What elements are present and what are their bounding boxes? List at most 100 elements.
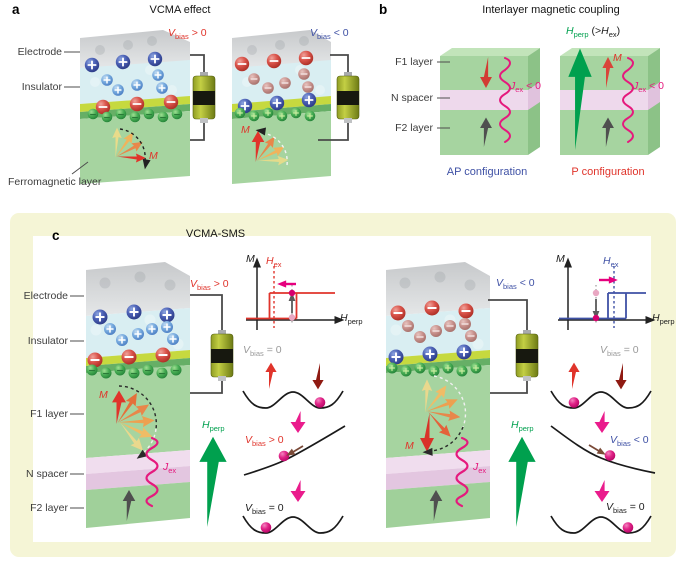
exchange-coupling-squiggle: [455, 436, 469, 508]
state-ball: [568, 397, 580, 408]
ferromagnet-label: Ferromagnetic layer: [8, 176, 102, 188]
f1-layer-label: F1 layer: [395, 56, 433, 68]
f2-layer-label: F2 layer: [30, 502, 68, 514]
circuit-wire: [488, 299, 528, 394]
f2-layer-label: F2 layer: [395, 122, 433, 134]
rotation-arc: [118, 385, 158, 430]
double-well-curve: [550, 390, 652, 409]
coupling-block-p: [560, 48, 660, 155]
bias-label-negative: Vbias < 0: [310, 27, 349, 42]
electrode-label: Electrode: [23, 290, 68, 302]
n-spacer-label: N spacer: [390, 92, 433, 104]
panel-b-letter: b: [379, 2, 388, 17]
exchange-coupling-label: Jex < 0: [633, 80, 664, 95]
exchange-bias-label: Hex: [603, 255, 619, 270]
plot-y-axis-label: M: [556, 253, 565, 265]
spacer-layer: [440, 90, 528, 110]
f2-layer: [86, 482, 190, 528]
hysteresis-loop: [246, 292, 335, 320]
state-ball: [604, 450, 616, 461]
double-well-curve: [242, 515, 344, 534]
panel-b: [437, 48, 660, 155]
state-ball: [314, 397, 326, 408]
panel-c-letter: c: [52, 228, 60, 243]
hysteresis-loop: [559, 292, 646, 320]
battery-icon: [210, 329, 234, 382]
bias-label-positive: Vbias > 0: [190, 278, 229, 293]
state-ball: [622, 522, 634, 533]
initial-state-dot: [288, 314, 296, 321]
bias-state-label: Vbias = 0: [243, 344, 282, 359]
hperp-field-label: Hperp: [511, 419, 534, 434]
magnetization-label: M: [149, 150, 158, 162]
label-leader-lines: [437, 61, 450, 129]
device-c-right: [385, 262, 490, 528]
bias-label-positive: Vbias > 0: [168, 27, 207, 42]
magnetization-fan: [112, 385, 158, 463]
label-leader-lines: [70, 295, 84, 509]
bias-state-label: Vbias > 0: [245, 434, 284, 449]
circuit-wire: [190, 294, 223, 394]
state-ball: [260, 522, 272, 533]
exchange-bias-label: Hex: [266, 255, 282, 270]
bias-state-label: Vbias = 0: [606, 501, 645, 516]
tilted-well-curve: [550, 425, 656, 474]
initial-state-dot: [592, 289, 600, 297]
coupling-block-ap: [440, 48, 540, 155]
final-state-dot: [592, 314, 600, 322]
double-well-curve: [550, 515, 652, 534]
device-a-left: [80, 30, 190, 184]
electrode-layer: [386, 262, 490, 316]
f1-layer: [386, 365, 490, 458]
battery-icon: [192, 71, 216, 124]
hperp-field-label: Hperp (>Hex): [566, 25, 621, 40]
bias-label-negative: Vbias < 0: [496, 277, 535, 292]
electrode-label: Electrode: [17, 46, 62, 58]
bias-state-label: Vbias = 0: [245, 502, 284, 517]
electrode-layer: [80, 30, 190, 68]
n-spacer-label: N spacer: [25, 468, 68, 480]
insulator-label: Insulator: [27, 335, 68, 347]
hysteresis-plot-right: [558, 257, 656, 330]
circuit-wire: [190, 54, 205, 141]
magnetization-label: M: [405, 440, 414, 452]
magnetization-fan: [420, 375, 467, 457]
label-leader-lines: [64, 51, 89, 175]
magnetization-label: M: [241, 124, 250, 136]
battery-icon: [515, 329, 539, 382]
state-ball: [278, 450, 290, 462]
exchange-coupling-squiggle: [145, 436, 159, 508]
device-c-left: [85, 262, 190, 528]
electrode-layer: [86, 262, 190, 316]
exchange-coupling-label: Jex: [163, 461, 177, 476]
insulator-label: Insulator: [21, 81, 62, 93]
bias-state-label: Vbias = 0: [600, 344, 639, 359]
exchange-coupling-label: Jex: [473, 461, 487, 476]
double-well-curve: [242, 390, 344, 409]
interface-band: [386, 358, 490, 373]
ap-configuration-caption: AP configuration: [446, 166, 528, 178]
bias-state-label: Vbias < 0: [610, 434, 649, 449]
panel-b-title: Interlayer magnetic coupling: [482, 4, 620, 16]
panel-a-title: VCMA effect: [149, 4, 211, 16]
exchange-coupling-squiggle: [622, 57, 634, 143]
plot-x-axis-label: Hperp: [340, 312, 363, 327]
magnetization-label: M: [613, 52, 622, 64]
circuit-wire: [318, 54, 349, 141]
exchange-coupling-label: Jex < 0: [510, 80, 541, 95]
panel-c-title: VCMA-SMS: [185, 228, 246, 240]
panel-a-letter: a: [12, 2, 20, 17]
plot-x-axis-label: Hperp: [652, 312, 675, 327]
hperp-field-label: Hperp: [202, 419, 225, 434]
energy-landscape-right: [550, 362, 656, 534]
panel-c: [70, 257, 656, 534]
f1-layer-label: F1 layer: [30, 408, 68, 420]
device-a-right: [232, 30, 331, 184]
plot-y-axis-label: M: [246, 253, 255, 265]
energy-landscape-left: [242, 362, 346, 534]
exchange-coupling-squiggle: [499, 57, 511, 143]
final-state-dot: [288, 289, 296, 297]
panel-a: [64, 30, 360, 184]
